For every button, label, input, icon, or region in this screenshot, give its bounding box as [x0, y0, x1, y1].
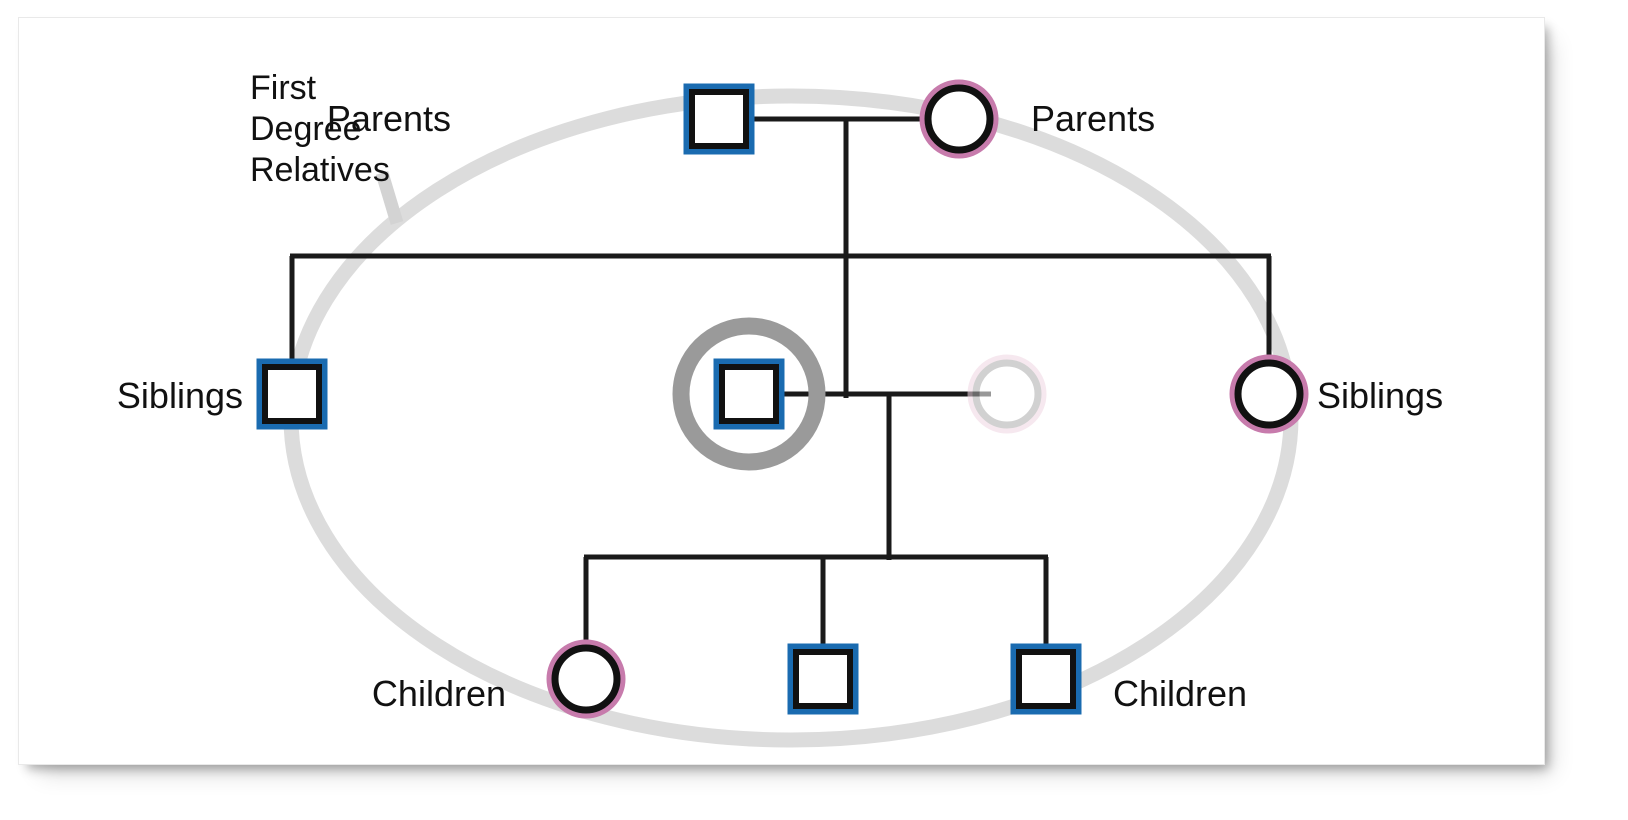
label-siblings-left: Siblings	[117, 375, 243, 416]
first-degree-relatives-label: First Degree Relatives	[250, 69, 390, 189]
female-circle-outline-child-1	[551, 644, 621, 714]
first-degree-relatives-line-1: First	[250, 69, 317, 107]
diagram-card: First Degree Relatives Parents Parents S…	[18, 17, 1545, 765]
label-parents-right: Parents	[1031, 98, 1155, 139]
male-square-outline-father	[689, 89, 749, 149]
individual-sibling-right[interactable]	[1229, 354, 1309, 434]
label-children-right: Children	[1113, 673, 1247, 714]
male-square-outline-proband	[719, 364, 779, 424]
label-children-left: Children	[372, 673, 506, 714]
individual-child-1[interactable]	[546, 639, 626, 719]
female-circle-outline-spouse	[972, 359, 1042, 429]
individual-child-2[interactable]	[787, 643, 859, 715]
first-degree-relatives-line-2: Degree	[250, 110, 362, 148]
first-degree-relatives-line-3: Relatives	[250, 151, 390, 189]
individual-child-3[interactable]	[1010, 643, 1082, 715]
individual-mother[interactable]	[919, 79, 999, 159]
label-siblings-right: Siblings	[1317, 375, 1443, 416]
proband-highlight-ring	[672, 317, 826, 471]
male-square-outline-child-2	[793, 649, 853, 709]
male-square-outline-sibling-left	[262, 364, 322, 424]
pedigree-diagram: First Degree Relatives Parents Parents S…	[117, 69, 1443, 748]
individual-proband[interactable]	[713, 358, 785, 430]
individual-father[interactable]	[683, 83, 755, 155]
male-square-outline-child-3	[1016, 649, 1076, 709]
female-circle-outline-mother	[924, 84, 994, 154]
female-circle-outline-sibling-right	[1234, 359, 1304, 429]
individual-sibling-left[interactable]	[256, 358, 328, 430]
label-parents-left: Parents	[327, 98, 451, 139]
first-degree-relatives-ellipse	[283, 88, 1299, 748]
first-degree-relatives-leader-line	[375, 171, 404, 225]
individual-spouse[interactable]	[967, 354, 1047, 434]
